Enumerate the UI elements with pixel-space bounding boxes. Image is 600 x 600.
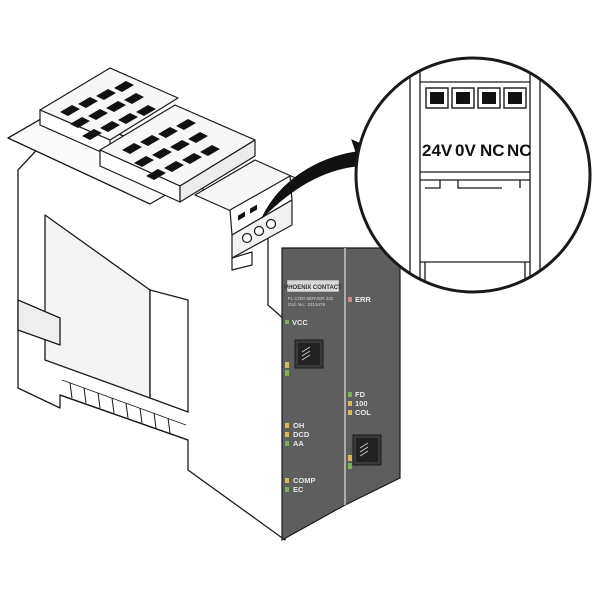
terminal-label-nc-2: NC: [507, 141, 532, 160]
led-label-fd: FD: [355, 390, 366, 399]
led-label-oh: OH: [293, 421, 304, 430]
ethernet-port: [352, 434, 382, 466]
device-text-1: FL COM SERVER 232: [288, 296, 334, 301]
vcc-label: VCC: [292, 318, 308, 327]
top-terminal-block-right: [99, 104, 256, 203]
led-label-100: 100: [355, 399, 368, 408]
100-led: [348, 401, 352, 406]
led-label-aa: AA: [293, 439, 304, 448]
terminal-label-0v: 0V: [455, 141, 476, 160]
led-label-ec: EC: [293, 485, 304, 494]
terminal-openings: [425, 87, 527, 109]
power-connector: [194, 159, 301, 271]
dcd-led: [285, 432, 289, 437]
front-panel-left: PHOENIX CONTACT FL COM SERVER 232 Ord. N…: [281, 247, 346, 542]
fd-led: [348, 392, 352, 397]
zoom-detail: 24V 0V NC NC: [354, 56, 592, 294]
err-led: [348, 297, 352, 302]
led-label-col: COL: [355, 408, 371, 417]
terminal-label-nc-1: NC: [480, 141, 505, 160]
device-text-2: Ord. No.: 2313478: [288, 302, 326, 307]
brand-plate: [286, 279, 340, 293]
serial-port: [294, 339, 324, 369]
ec-led: [285, 487, 289, 492]
brand-label: PHOENIX CONTACT: [284, 285, 342, 291]
front-panel-right: ERR FD 100 COL: [344, 247, 401, 506]
terminal-label-24v: 24V: [422, 141, 453, 160]
top-terminal-block-left: [39, 67, 179, 157]
vcc-led: [285, 320, 289, 324]
led-label-dcd: DCD: [293, 430, 310, 439]
col-led: [348, 410, 352, 415]
oh-led: [285, 423, 289, 428]
err-label: ERR: [355, 295, 371, 304]
aa-led: [285, 441, 289, 446]
comp-led: [285, 478, 289, 483]
led-label-comp: COMP: [293, 476, 316, 485]
